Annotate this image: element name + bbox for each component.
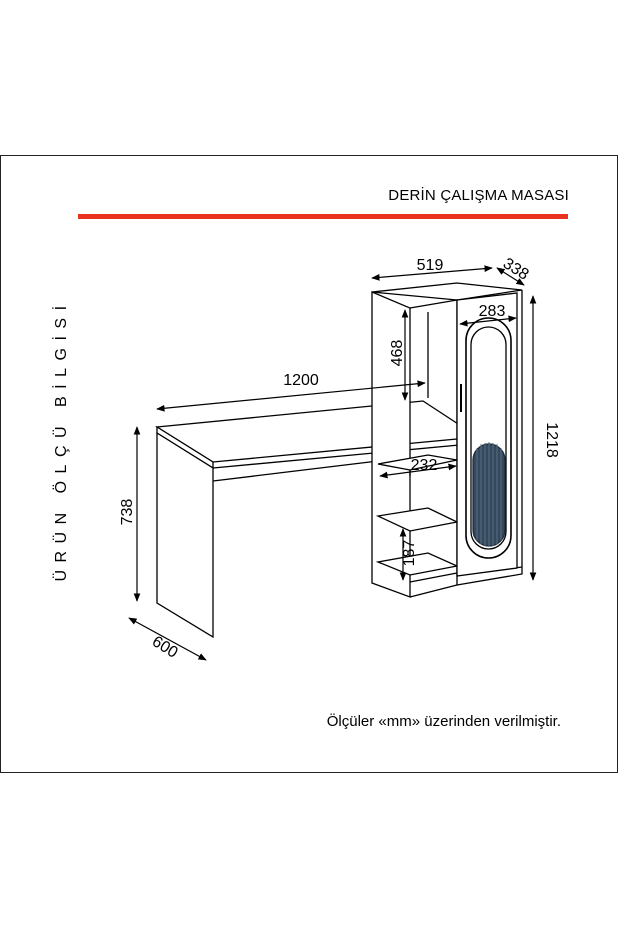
dimension-lines: [128, 265, 537, 661]
door-ribs: [476, 442, 502, 546]
cabinet-right-side: [456, 290, 523, 586]
product-title: DERİN ÇALIŞMA MASASI: [388, 187, 569, 204]
label-upper-shelf-height: 468: [389, 340, 406, 367]
desk-modesty-panel: [212, 460, 379, 482]
label-cabinet-depth: 338: [500, 255, 532, 284]
desk-top-surface: [155, 400, 480, 463]
dim-line-door-width: [459, 315, 517, 327]
label-cabinet-width: 519: [417, 257, 444, 274]
bookcase-cabinet: [371, 282, 523, 598]
label-desk-height: 738: [119, 499, 136, 526]
dim-line-desk-depth: [128, 617, 207, 661]
desk-left-leg: [156, 431, 214, 639]
label-desk-depth: 600: [149, 633, 181, 662]
label-door-width: 283: [479, 303, 506, 320]
dim-line-shelf-width: [379, 463, 457, 479]
cabinet-plinth: [409, 572, 458, 583]
units-note: Ölçüler «mm» üzerinden verilmiştir.: [326, 713, 561, 730]
title-underline: [78, 214, 568, 219]
dim-line-cabinet-width: [371, 265, 493, 281]
dim-line-cabinet-depth: [496, 267, 525, 286]
label-desk-width: 1200: [283, 372, 319, 389]
dim-line-desk-width: [156, 380, 426, 412]
label-shelf-width: 232: [411, 457, 438, 474]
label-total-height: 1218: [543, 422, 560, 458]
door-oval-inner: [470, 326, 507, 550]
desk-top-bottom-edge: [212, 443, 471, 469]
label-bottom-shelf-height: 187: [401, 540, 418, 567]
